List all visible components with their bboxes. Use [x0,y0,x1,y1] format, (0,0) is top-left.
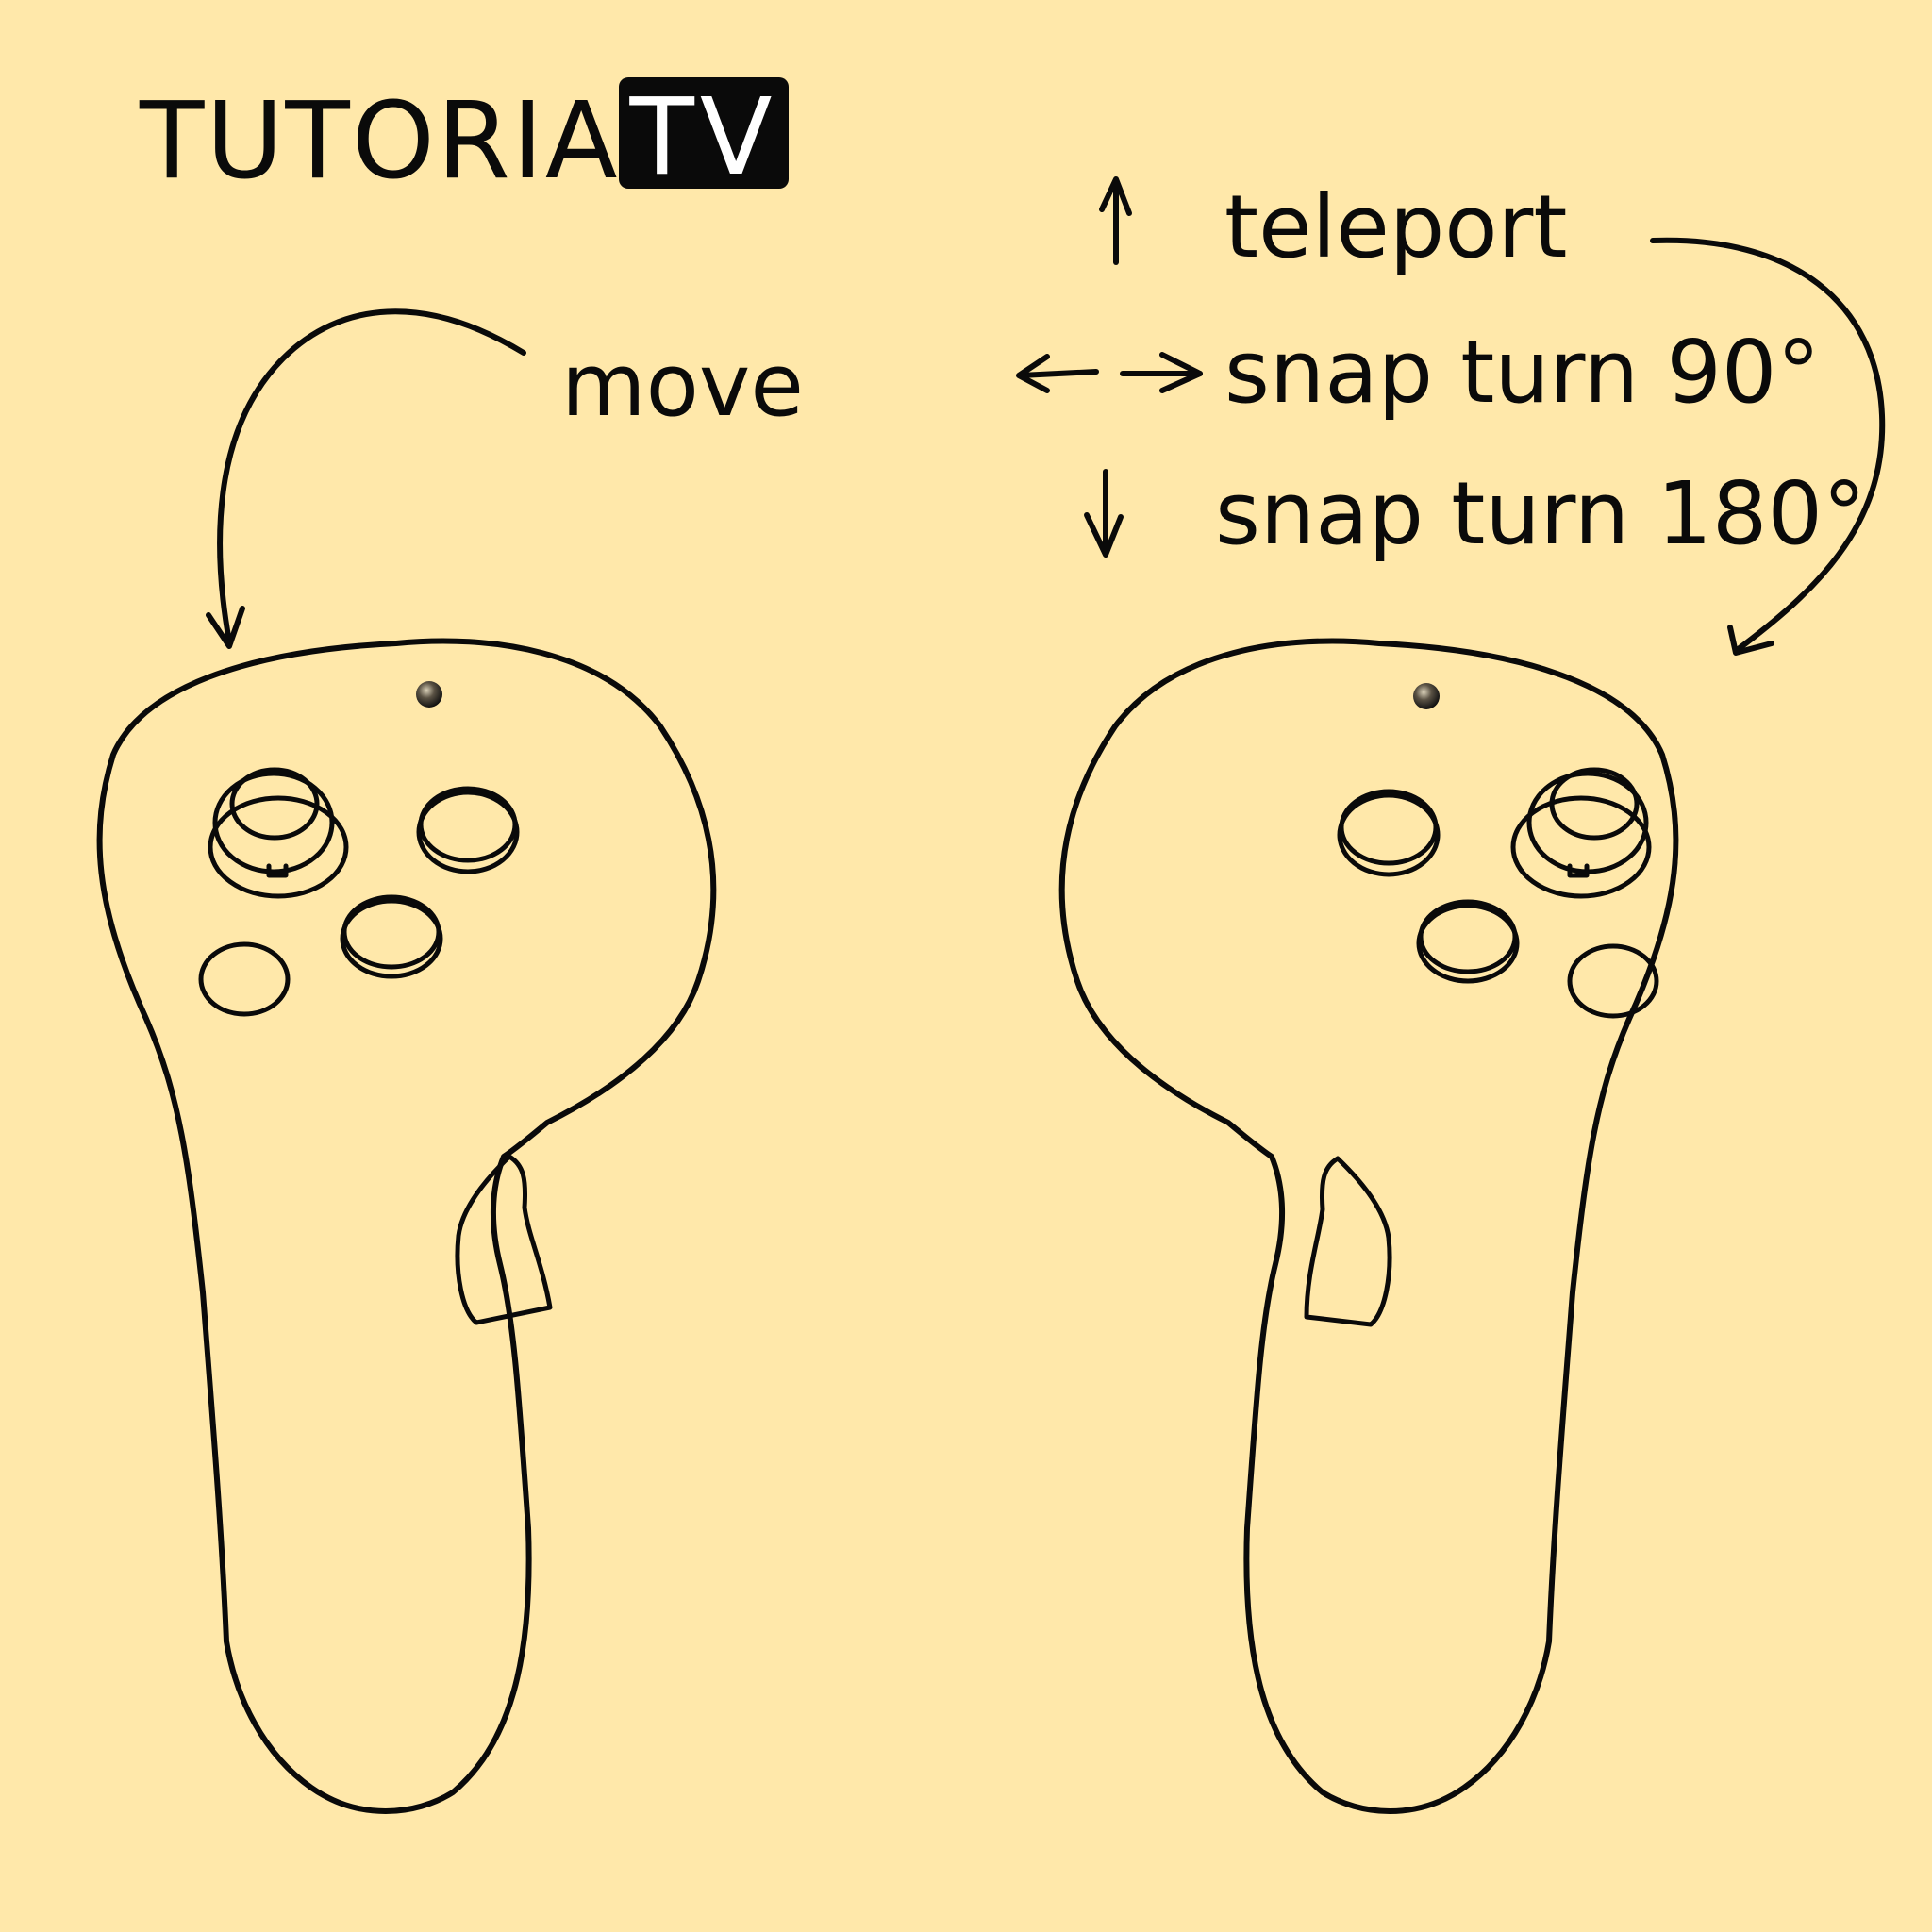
right-controller-outline [1058,638,1679,1814]
right-oculus-button [1567,943,1659,1019]
right-status-light [1413,683,1440,709]
right-button-a [1416,903,1520,984]
left-thumbstick-icon [208,767,349,899]
right-controller [1058,638,1679,1814]
logo-badge [619,77,789,189]
logo-badge-text: TV [628,76,777,199]
left-menu-button [198,941,291,1017]
logo: TUTORIAL TV [139,76,789,203]
right-trigger-outline [1304,1156,1392,1327]
logo-word: TUTORIAL [139,80,680,203]
snap-turn-180-label: snap turn 180° [1215,463,1866,564]
left-controller [96,638,717,1814]
left-trigger-outline [455,1154,553,1325]
arrow-left-right-icon [1016,352,1203,393]
snap-turn-90-label: snap turn 90° [1224,322,1820,423]
arrow-down-icon [1084,469,1124,558]
snap-turn-arrow-icon [1650,237,1886,656]
left-button-x [340,898,443,979]
right-button-b [1337,792,1441,877]
move-arrow-icon [206,308,526,649]
right-thumbstick-icon [1510,767,1652,899]
teleport-label: teleport [1224,176,1567,277]
left-controller-outline [96,638,717,1814]
arrow-up-icon [1099,176,1132,265]
left-button-y [416,790,520,874]
left-status-light [416,681,442,708]
move-label: move [561,335,804,436]
